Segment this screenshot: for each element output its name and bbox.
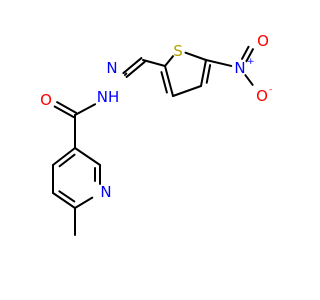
double-bond-line [52, 147, 76, 166]
single-bond [74, 103, 97, 116]
double-bond-inner-line [58, 190, 76, 203]
atom-label-n-pyridine: N [100, 183, 111, 201]
double-bond-line [164, 65, 174, 97]
double-bond-line [245, 48, 254, 63]
atom-label-n-nitro: N [234, 59, 245, 77]
atom-label-nh: NH [97, 88, 120, 106]
atom-label-o-carbonyl: O [40, 91, 52, 109]
atom-label-s-thiophene: S [173, 42, 183, 60]
charge-n-nitro: + [247, 57, 255, 67]
atom-label-o-nitro-double: O [257, 32, 269, 50]
double-bond-line [125, 60, 146, 78]
atom-label-o-nitro-single: O [256, 87, 268, 105]
double-bond-inner-line [58, 153, 76, 168]
single-bond [205, 59, 233, 67]
double-bond-line [56, 101, 78, 114]
single-bond [184, 51, 207, 61]
bond-lines [52, 45, 254, 236]
double-bond-line [200, 59, 207, 87]
charge-o-nitro-single: - [269, 85, 272, 95]
single-bond [142, 59, 166, 67]
double-bond-line [52, 192, 76, 209]
single-bond [124, 72, 128, 76]
single-bond [244, 74, 254, 86]
atom-label-n-hydrazone: N [106, 59, 117, 77]
single-bond [172, 85, 202, 97]
double-bond-line [241, 45, 250, 60]
single-bond [74, 147, 101, 166]
single-bond [164, 55, 174, 67]
single-bond [74, 196, 94, 209]
double-bond-line [122, 57, 143, 75]
double-bond-inner-line [205, 64, 212, 84]
double-bond-line [53, 105, 75, 119]
double-bond-inner-line [160, 71, 168, 94]
